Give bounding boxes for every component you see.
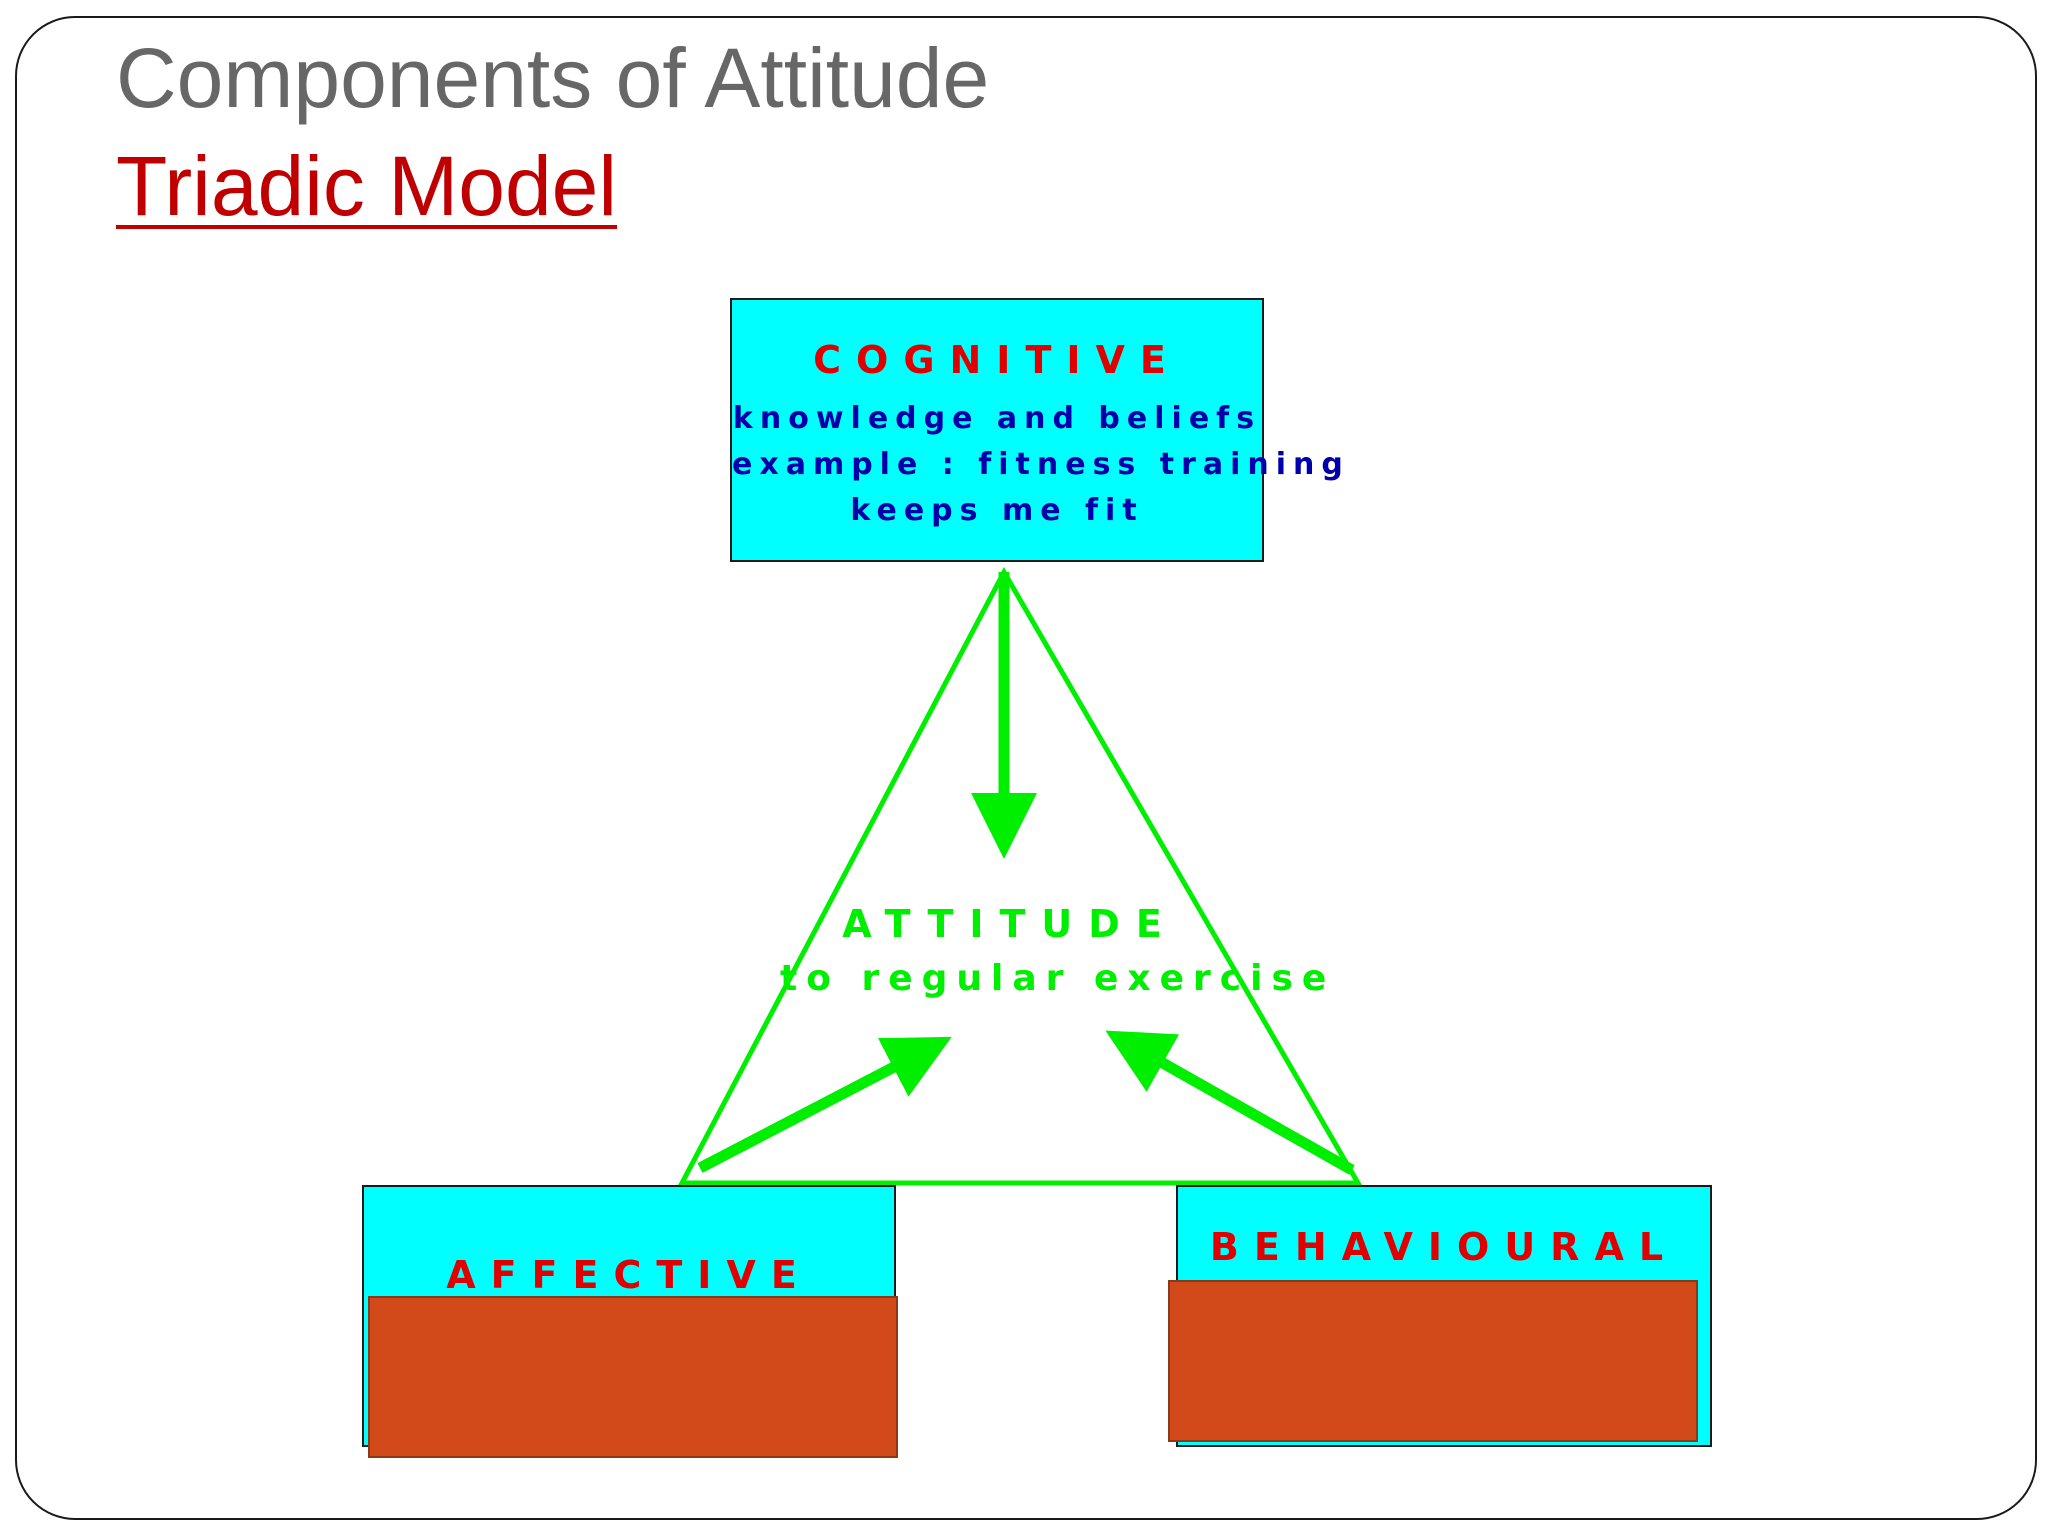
behavioural-heading: BEHAVIOURAL: [1209, 1225, 1679, 1269]
affective-heading: AFFECTIVE: [446, 1253, 812, 1297]
slide-subtitle: Triadic Model: [116, 139, 618, 233]
cognitive-box: COGNITIVE knowledge and beliefs example …: [730, 298, 1350, 562]
cognitive-line-1: knowledge and beliefs: [732, 401, 1262, 436]
affective-arrow: [697, 1036, 952, 1173]
cognitive-heading: COGNITIVE: [813, 338, 1181, 382]
cognitive-line-2: example : fitness training: [732, 447, 1350, 482]
behavioural-arrow: [1105, 1030, 1355, 1175]
behavioural-cover-block: [1168, 1280, 1698, 1442]
attitude-subtext: to regular exercise: [780, 958, 1336, 999]
attitude-label: ATTITUDE: [842, 902, 1178, 946]
attitude-triangle: [677, 566, 1363, 1186]
affective-cover-block: [368, 1296, 898, 1458]
cognitive-line-3: keeps me fit: [850, 493, 1144, 528]
slide-title: Components of Attitude: [116, 31, 990, 125]
